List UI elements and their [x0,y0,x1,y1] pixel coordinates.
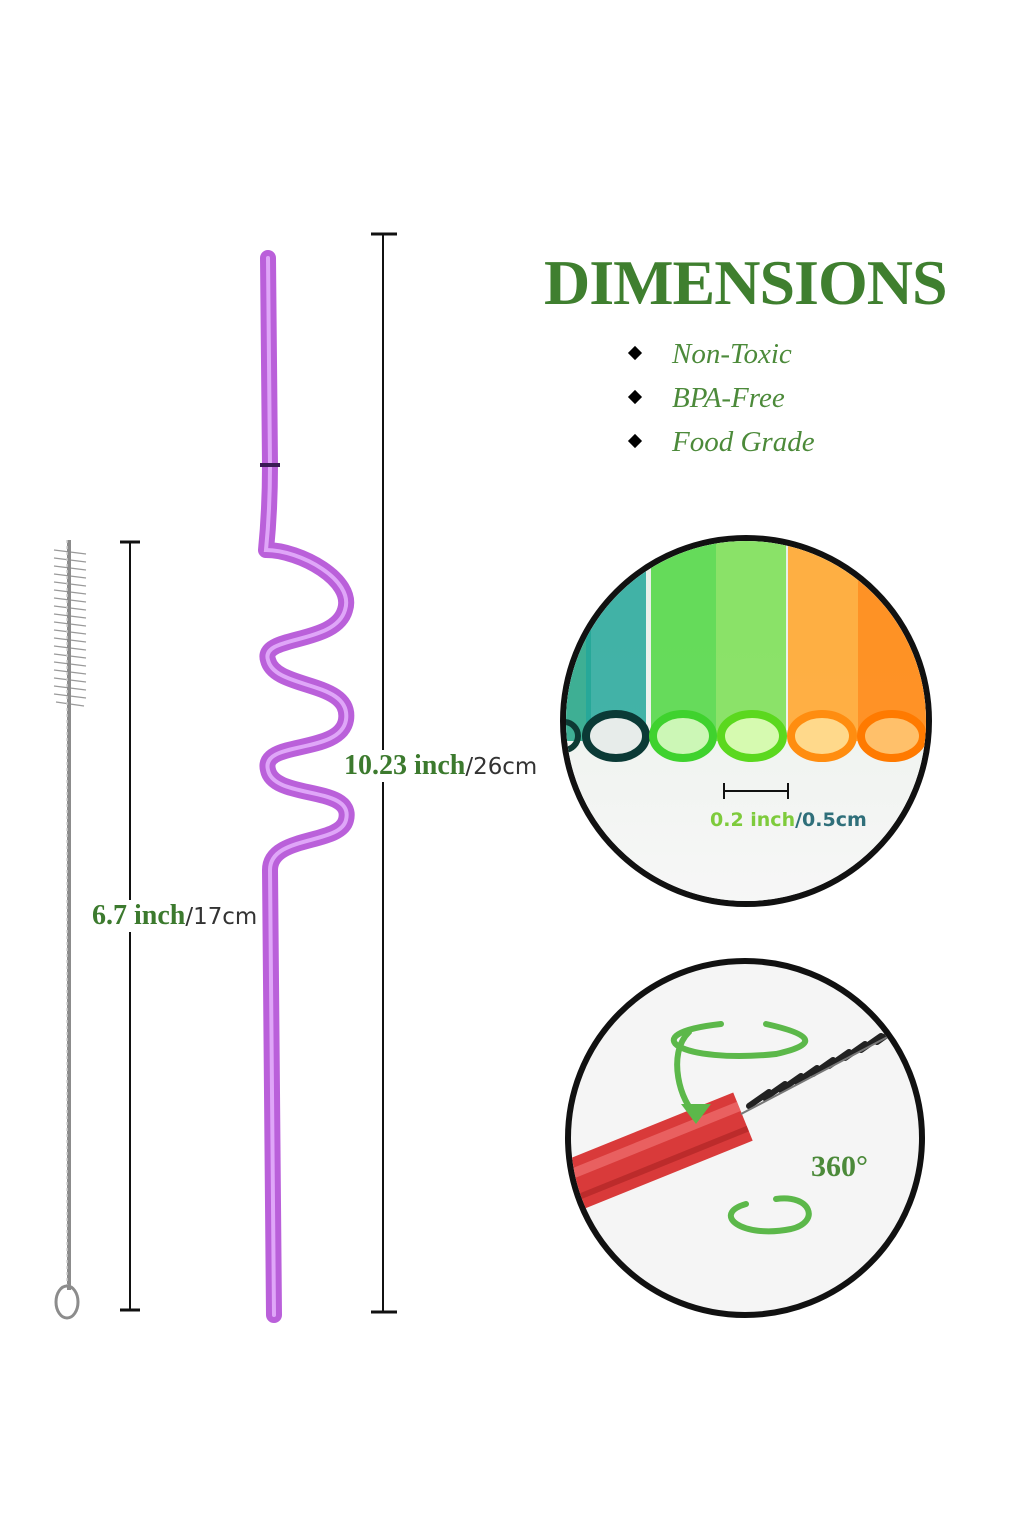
colored-straws-circle: 0.2 inch/0.5cm [560,535,932,907]
rotation-label: 360° [811,1150,868,1183]
straw-length-label: 10.23 inch/26cm [342,750,540,782]
bullet-diamond-icon [627,389,643,405]
straw-icon [258,250,355,1323]
bullet-diamond-icon [627,433,643,449]
bullet-diamond-icon [627,345,643,361]
feature-list: Non-Toxic BPA-Free Food Grade [627,334,815,466]
list-item: BPA-Free [627,378,815,422]
brush-length-label: 6.7 inch/17cm [90,900,260,932]
list-item: Food Grade [627,422,815,466]
cleaning-illustration [571,1021,917,1235]
diameter-label: 0.2 inch/0.5cm [710,809,867,831]
cleaning-rotation-circle: 360° [565,958,925,1318]
list-item: Non-Toxic [627,334,815,378]
rotation-arrow-icon [670,1021,812,1235]
colored-straws-illustration [566,541,926,901]
page-title: DIMENSIONS [544,247,948,318]
cleaning-brush-icon [53,540,87,1320]
